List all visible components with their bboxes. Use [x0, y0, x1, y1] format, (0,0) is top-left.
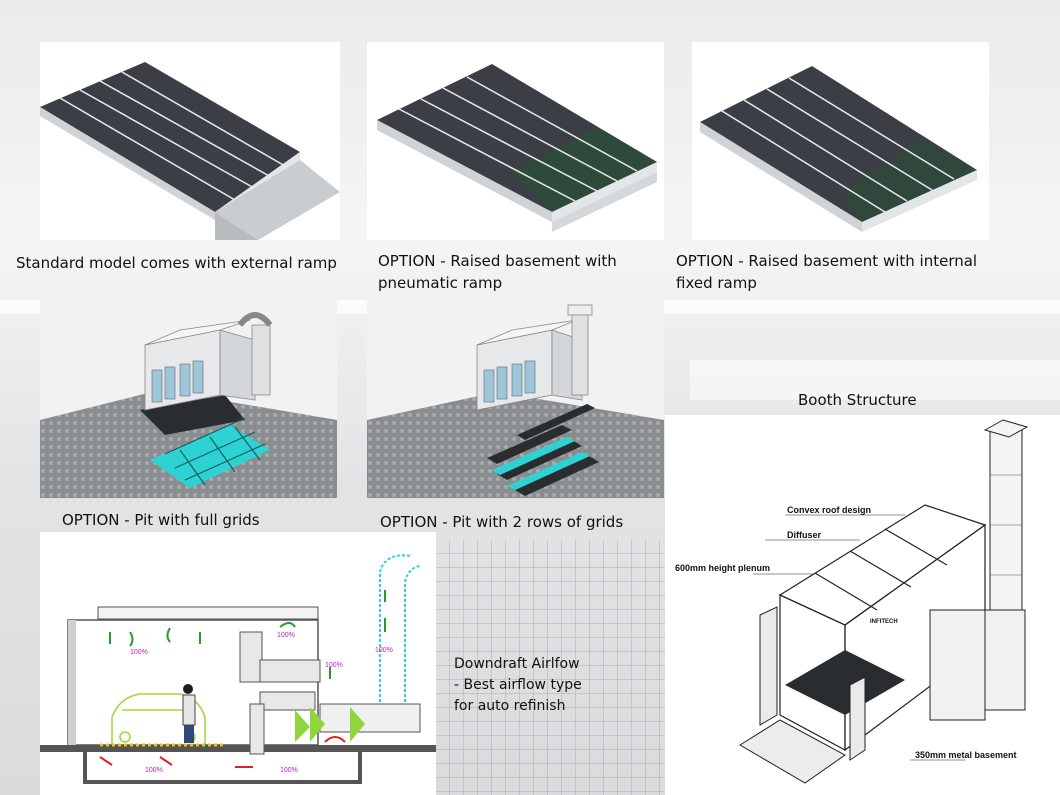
percent-label: 100% [325, 662, 343, 669]
internal-ramp-caption: OPTION - Raised basement with internal f… [676, 252, 978, 292]
standard-model-caption: Standard model comes with external ramp [16, 254, 337, 272]
pit-full-grids-caption: OPTION - Pit with full grids [62, 511, 260, 529]
airflow-description: Downdraft Airlfow - Best airflow type fo… [454, 656, 582, 714]
basement-label: 350mm metal basement [915, 750, 1017, 760]
percent-label: 100% [277, 632, 295, 639]
roof-label: Convex roof design [787, 505, 871, 515]
plenum-label: 600mm height plenum [675, 563, 770, 573]
background-grating [435, 540, 665, 795]
percent-label: 100% [130, 649, 148, 656]
pneumatic-ramp-image [367, 42, 664, 240]
booth-structure-diagram: Convex roof design Diffuser 600mm height… [665, 415, 1060, 795]
pit-full-grids-image [40, 300, 337, 498]
pit-two-rows-image [367, 300, 664, 498]
pit-two-rows-caption: OPTION - Pit with 2 rows of grids [380, 513, 624, 531]
percent-label: 100% [280, 767, 298, 774]
booth-structure-caption: Booth Structure [798, 391, 917, 409]
pneumatic-ramp-caption: OPTION - Raised basement with pneumatic … [378, 252, 617, 292]
diffuser-label: Diffuser [787, 530, 822, 540]
percent-label: 100% [145, 767, 163, 774]
brand-label: INFITECH [870, 619, 898, 625]
internal-ramp-image [692, 42, 989, 240]
percent-label: 100% [375, 647, 393, 654]
standard-model-image [40, 42, 340, 240]
downdraft-airflow-diagram: 100% 100% 100% 100% 100% 100% [40, 532, 436, 795]
background-light-strip [690, 360, 1060, 400]
